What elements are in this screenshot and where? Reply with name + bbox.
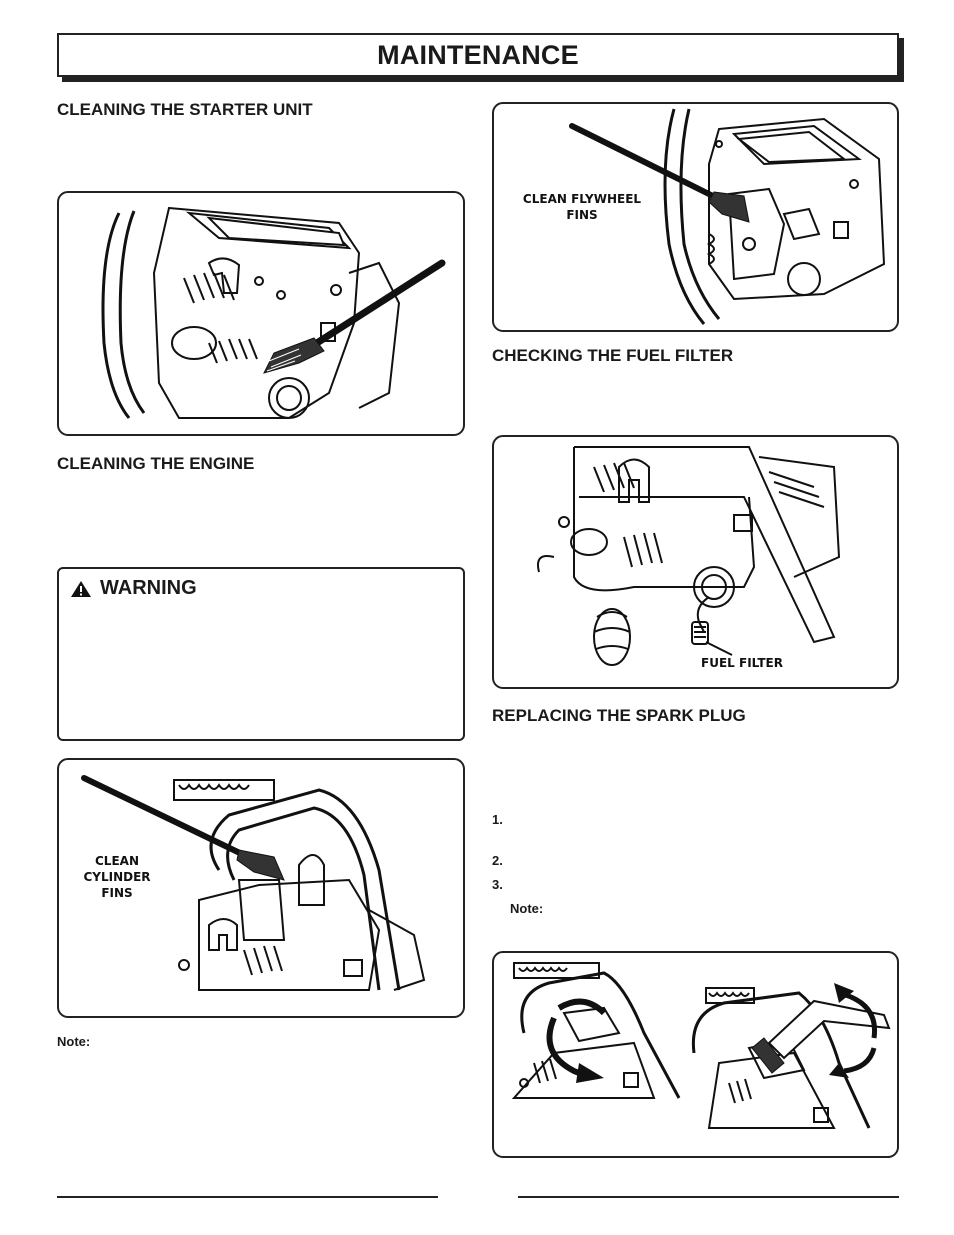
fuel-filter-illustration — [537, 446, 841, 666]
curved-arrow-icon — [546, 998, 607, 1083]
curved-arrow-icon — [829, 983, 878, 1078]
brush-icon — [263, 259, 446, 374]
warning-box — [57, 567, 465, 741]
heading-replacing-spark-plug: REPLACING THE SPARK PLUG — [492, 706, 746, 725]
step-3-number: 3. — [492, 877, 503, 892]
step-2-number: 2. — [492, 853, 503, 868]
spark-plug-illustration — [511, 962, 891, 1129]
heading-checking-fuel-filter: CHECKING THE FUEL FILTER — [492, 346, 734, 365]
warning-triangle-icon — [71, 580, 91, 597]
step-1-number: 1. — [492, 812, 503, 827]
warning-title-row: WARNING — [70, 577, 197, 600]
page-title-box: MAINTENANCE — [57, 33, 899, 77]
brush-icon — [81, 775, 285, 881]
step-note-label: Note: — [510, 901, 544, 916]
figure-spark-plug — [492, 951, 899, 1158]
figure-starter-unit — [57, 191, 465, 436]
footer-rule-left — [57, 1196, 438, 1198]
brush-icon — [569, 123, 750, 223]
callout-clean-flywheel-fins: CLEAN FLYWHEEL FINS — [522, 192, 642, 222]
heading-cleaning-engine: CLEANING THE ENGINE — [57, 454, 255, 473]
starter-unit-illustration — [101, 206, 446, 419]
footer-rule-right — [518, 1196, 899, 1198]
heading-cleaning-starter-unit: CLEANING THE STARTER UNIT — [57, 100, 313, 119]
wrench-icon — [751, 999, 891, 1074]
flywheel-fins-illustration — [569, 108, 886, 325]
figure-fuel-filter: FUEL FILTER — [492, 435, 899, 689]
callout-clean-cylinder-fins: CLEAN CYLINDER FINS — [83, 854, 151, 900]
cylinder-fins-illustration — [81, 775, 426, 991]
left-note-label: Note: — [57, 1034, 91, 1049]
figure-flywheel-fins: CLEAN FLYWHEEL FINS — [492, 102, 899, 332]
figure-cylinder-fins: CLEAN CYLINDER FINS — [57, 758, 465, 1018]
page-title: MAINTENANCE — [377, 39, 579, 70]
warning-title: WARNING — [100, 577, 197, 599]
callout-fuel-filter: FUEL FILTER — [701, 656, 783, 670]
